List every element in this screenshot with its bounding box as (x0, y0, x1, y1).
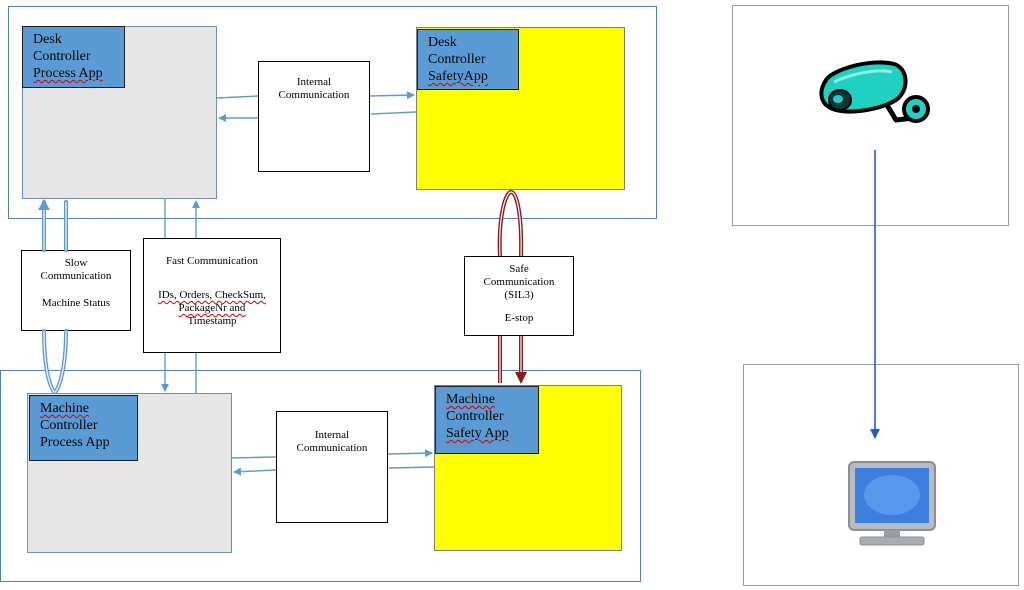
internal-top-line-2: Communication (278, 89, 350, 101)
machine-safety-app-label: Machine Controller Safety App (435, 386, 539, 454)
machine-internal-arrow-out (233, 467, 277, 476)
safe-communication-box: Safe Communication (SIL3) E-stop (464, 256, 574, 336)
fast-comm-detail-1: IDs, Orders, CheckSum, (158, 289, 266, 301)
internal-communication-bottom: Internal Communication (276, 411, 388, 523)
machine-process-line-1: Machine (40, 401, 89, 416)
machine-safety-internal-arrow (388, 466, 435, 469)
machine-safety-line-3: Safety App (446, 426, 509, 441)
machine-safety-line-2: Controller (446, 409, 504, 424)
monitor-icon (848, 461, 936, 546)
fast-comm-detail-2: PackageNr and (178, 302, 246, 314)
machine-controller-frame (0, 370, 641, 582)
internal-machine-safety-arrow (387, 449, 433, 458)
internal-bottom-line-2: Communication (296, 442, 368, 454)
desk-safety-line-2: Controller (428, 52, 486, 67)
desk-process-line-3: Process App (33, 66, 103, 81)
security-camera-icon (819, 60, 930, 123)
safe-comm-line-1: Safe (509, 263, 529, 275)
machine-safety-line-1: Machine (446, 392, 495, 407)
internal-desk-safety-arrow (369, 91, 415, 100)
safe-comm-arrowhead (515, 372, 527, 384)
slow-comm-loop (42, 200, 68, 395)
fast-communication-box: Fast Communication IDs, Orders, CheckSum… (143, 238, 281, 353)
desk-process-line-1: Desk (33, 32, 62, 47)
slow-comm-line-1: Slow (64, 257, 88, 269)
desk-process-line-2: Controller (33, 49, 91, 64)
desk-safety-line-3: SafetyApp (428, 69, 488, 84)
desk-safety-internal-arrow (370, 111, 417, 115)
desk-internal-arrow-in (216, 95, 259, 99)
slow-comm-arrowhead (38, 199, 50, 210)
safe-comm-level: (SIL3) (504, 289, 534, 301)
desk-controller-frame (8, 6, 657, 219)
safe-comm-line-2: Communication (483, 276, 555, 288)
desk-safety-line-1: Desk (428, 35, 457, 50)
safe-comm-loop-inner (499, 191, 522, 257)
internal-bottom-line-1: Internal (314, 429, 350, 441)
internal-top-line-1: Internal (296, 76, 332, 88)
machine-process-line-3: Process App (40, 435, 110, 450)
fast-comm-title: Fast Communication (166, 255, 258, 267)
slow-comm-status: Machine Status (41, 297, 111, 309)
safe-comm-loop (497, 189, 524, 257)
desk-process-app-label: Desk Controller Process App (22, 26, 125, 88)
safe-comm-estop: E-stop (504, 312, 534, 324)
machine-internal-arrow-in (231, 456, 277, 459)
desk-safety-app-label: Desk Controller SafetyApp (417, 29, 519, 90)
slow-communication-box: Slow Communication Machine Status (21, 250, 131, 331)
camera-panel (732, 5, 1009, 226)
internal-communication-top: Internal Communication (258, 61, 370, 172)
machine-process-line-2: Controller (40, 418, 98, 433)
slow-comm-line-2: Communication (40, 270, 112, 282)
fast-comm-detail-3: Timestamp (187, 315, 237, 327)
machine-process-app-label: Machine Controller Process App (29, 395, 138, 461)
